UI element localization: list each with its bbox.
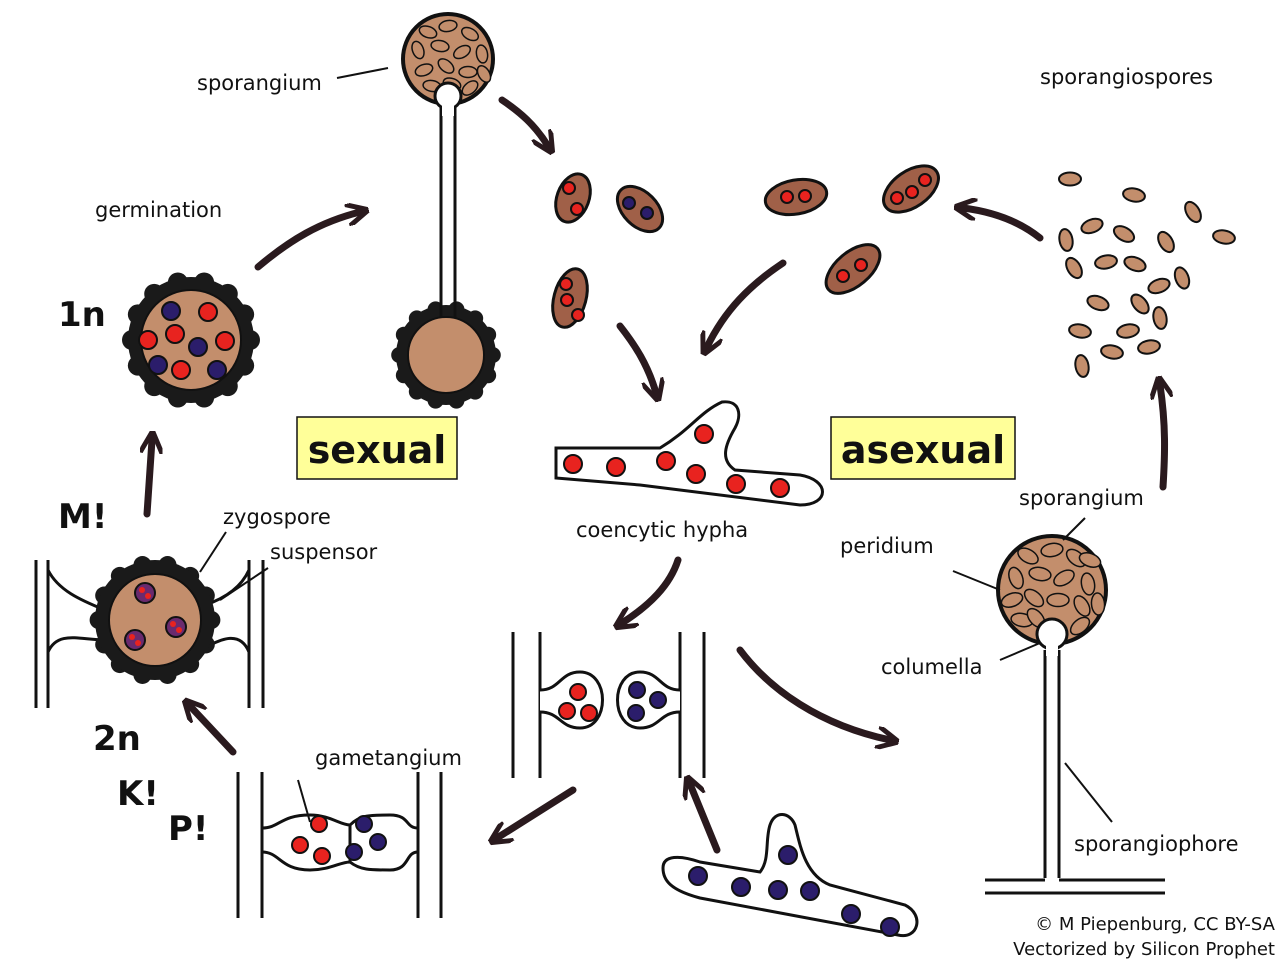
sporangiospores-cluster <box>1058 171 1236 378</box>
germinating-sporangium <box>391 12 501 409</box>
diploid-nuclei <box>124 582 187 651</box>
spore <box>461 80 479 96</box>
asexual-box: asexual <box>830 416 1016 480</box>
spore <box>1058 171 1082 187</box>
spore <box>1053 569 1075 587</box>
spore <box>1094 254 1118 270</box>
spore <box>1184 200 1202 224</box>
spore <box>1090 592 1106 616</box>
spore <box>438 19 458 33</box>
spore <box>1065 256 1083 280</box>
asexual-sporangium <box>985 534 1165 895</box>
spore <box>1017 547 1039 565</box>
label-sporangiospores: sporangiospores <box>1040 65 1213 89</box>
credit-license: © M Piepenburg, CC BY-SA <box>1035 914 1276 935</box>
spore <box>1147 277 1171 295</box>
sexual-label: sexual <box>308 428 447 472</box>
spore <box>1046 592 1070 608</box>
label-meiosis: M! <box>58 497 107 537</box>
label-karyogamy: K! <box>117 774 159 814</box>
spore <box>1123 255 1147 273</box>
sexual-box: sexual <box>296 416 458 480</box>
spore <box>1212 229 1236 245</box>
spore <box>418 25 438 39</box>
spore <box>1073 595 1091 617</box>
spore <box>414 63 434 77</box>
label-suspensor: suspensor <box>270 540 378 564</box>
spore <box>1116 323 1140 339</box>
spore <box>1068 323 1092 339</box>
spore <box>430 39 450 53</box>
spore <box>1058 228 1074 252</box>
spore <box>411 40 425 60</box>
label-pointers <box>199 67 1113 823</box>
diploid-zygospore-with-suspensors <box>34 556 265 708</box>
spore <box>1112 225 1136 243</box>
zygospore-base <box>391 301 501 409</box>
spore <box>437 58 455 74</box>
label-ploidy-1n: 1n <box>58 295 106 335</box>
haploid-nuclei <box>138 301 235 380</box>
lifecycle-arrows <box>147 96 1165 854</box>
label-plasmogamy: P! <box>168 809 208 849</box>
spore <box>458 65 478 79</box>
label-sporangiophore: sporangiophore <box>1074 832 1239 856</box>
spore <box>1157 230 1175 254</box>
spore <box>1028 566 1052 582</box>
label-gametangium: gametangium <box>315 746 462 770</box>
spore <box>452 44 472 60</box>
peridium-spores <box>1000 542 1106 636</box>
approaching-gametangia <box>511 632 706 778</box>
label-sporangium-top: sporangium <box>197 71 322 95</box>
spore <box>1000 592 1024 608</box>
spore <box>476 64 492 84</box>
coencytic-hypha-plus <box>554 400 824 507</box>
spore <box>1173 266 1191 290</box>
spore <box>1152 306 1168 330</box>
label-sporangium-right: sporangium <box>1019 486 1144 510</box>
spore <box>1069 616 1091 636</box>
spore <box>1137 339 1161 355</box>
haploid-zygospore <box>122 272 260 408</box>
spore <box>460 26 480 42</box>
spore <box>1130 293 1150 315</box>
spore <box>1086 294 1110 312</box>
spores-with-nuclei <box>551 164 940 329</box>
coencytic-hypha-minus <box>661 813 919 938</box>
label-peridium: peridium <box>840 534 934 558</box>
label-coencytic-hypha: coencytic hypha <box>576 518 748 542</box>
spore <box>1100 344 1124 360</box>
sporangium-spores <box>411 19 492 96</box>
asexual-label: asexual <box>841 428 1005 472</box>
spore <box>1023 588 1045 608</box>
credit-vectorized: Vectorized by Silicon Prophet <box>1013 939 1275 960</box>
spore <box>1040 542 1064 558</box>
spore <box>475 44 489 64</box>
label-zygospore: zygospore <box>223 505 331 529</box>
spore <box>1080 217 1104 235</box>
spore <box>1078 552 1102 568</box>
spore <box>1122 187 1146 203</box>
spore <box>1074 354 1090 378</box>
gametangia-plasmogamy <box>236 772 443 918</box>
spore <box>1008 566 1024 590</box>
label-ploidy-2n: 2n <box>93 719 141 759</box>
spore <box>1080 572 1096 596</box>
label-germination: germination <box>95 198 222 222</box>
label-columella: columella <box>881 655 982 679</box>
